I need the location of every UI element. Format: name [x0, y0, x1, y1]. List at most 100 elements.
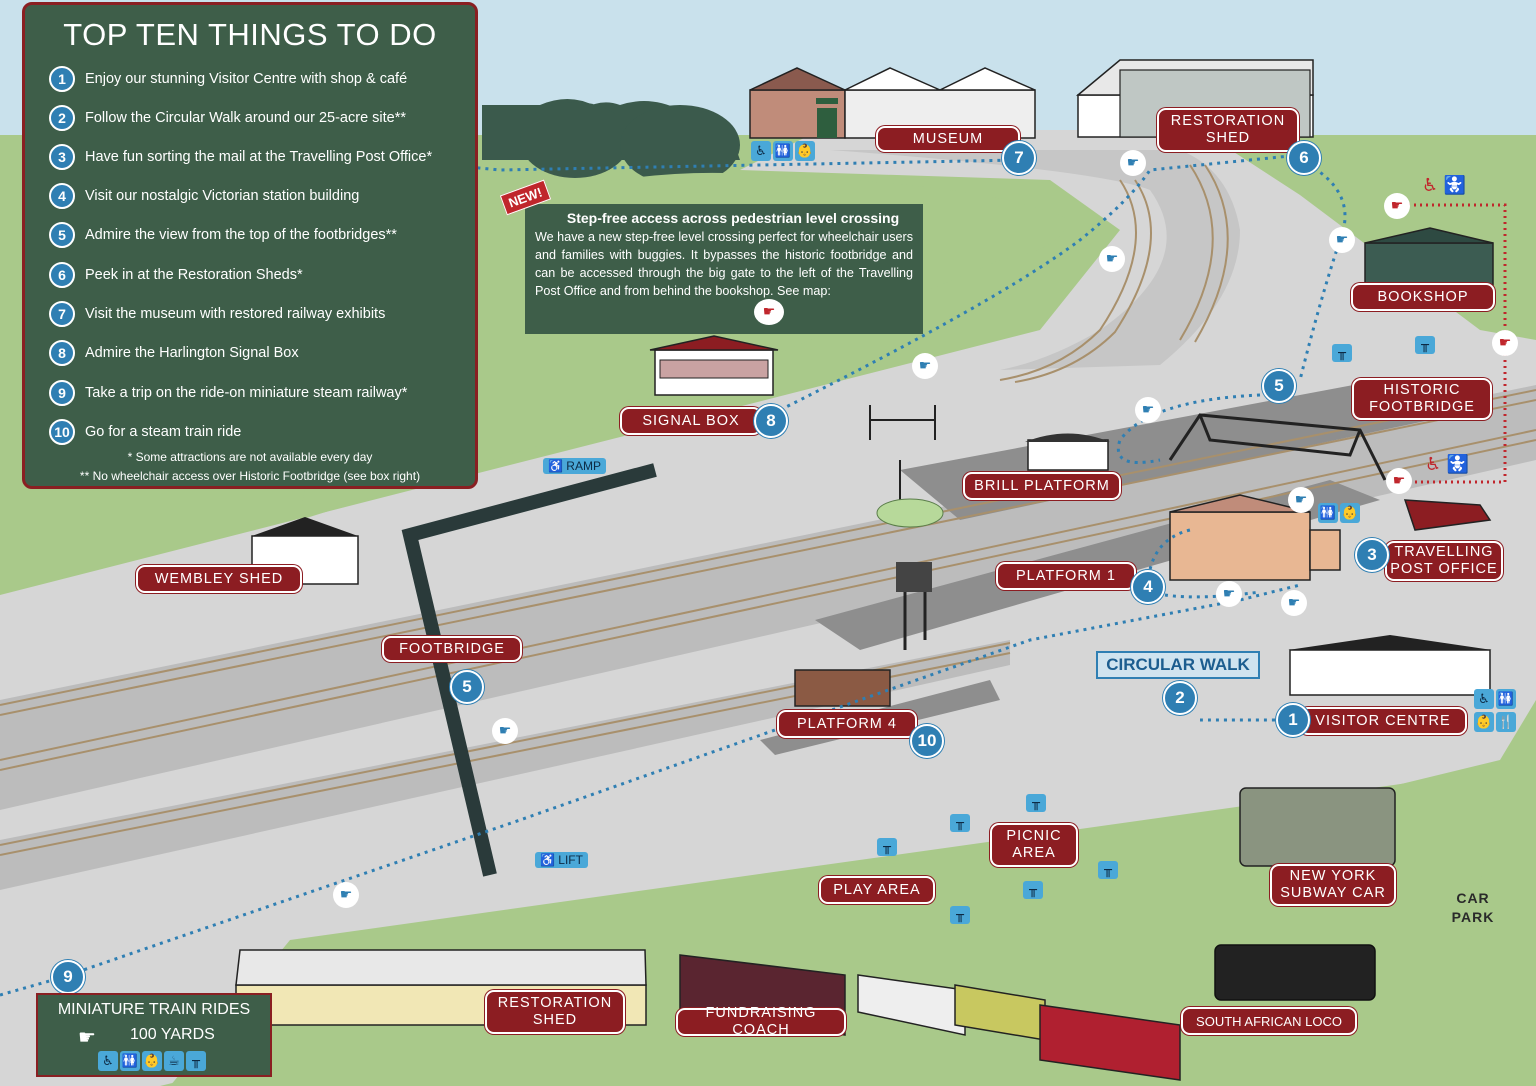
pointing-hand-icon: ☛ [1135, 397, 1161, 423]
label-restoration-shed-top: RESTORATION SHED [1157, 108, 1299, 152]
water-tower [896, 562, 932, 650]
label-fundraising-coach: FUNDRAISING COACH [676, 1005, 846, 1038]
lift-label: LIFT [558, 853, 583, 867]
picnic-table-icon: ╥ [1415, 336, 1435, 354]
item-number: 3 [49, 144, 75, 170]
ramp-tag: ♿ RAMP [543, 458, 606, 474]
item-number: 6 [49, 262, 75, 288]
label-museum: MUSEUM [876, 126, 1020, 152]
label-bookshop: BOOKSHOP [1351, 283, 1495, 311]
label-visitor-centre: VISITOR CENTRE [1299, 707, 1467, 735]
platform-4-shelter [794, 669, 891, 707]
marker-4: 4 [1131, 570, 1165, 604]
visitor-centre-amenities: ♿🚻👶🍴 [1474, 689, 1518, 733]
item-number: 1 [49, 66, 75, 92]
red-pointing-hand-icon: ☛ [1386, 468, 1412, 494]
toilets-icon: 🚻 [1318, 503, 1338, 523]
toilets-icon: 🚻 [773, 141, 793, 161]
toilets-icon: 🚻 [120, 1051, 140, 1071]
red-pointing-hand-icon: ☛ [1492, 330, 1518, 356]
baby-change-icon: 👶 [142, 1051, 162, 1071]
wheelchair-icon: ♿ [540, 853, 555, 867]
item-text: Peek in at the Restoration Sheds* [85, 267, 303, 283]
footnote-2: ** No wheelchair access over Historic Fo… [79, 469, 421, 483]
top-ten-item: 6 Peek in at the Restoration Sheds* [49, 261, 303, 289]
label-south-african-loco: SOUTH AFRICAN LOCO [1181, 1007, 1357, 1035]
item-text: Visit our nostalgic Victorian station bu… [85, 188, 360, 204]
label-historic-footbridge: HISTORIC FOOTBRIDGE [1352, 378, 1492, 420]
miniature-train-distance: 100 YARDS [130, 1026, 215, 1043]
baby-change-icon: 👶 [1340, 503, 1360, 523]
wheelchair-icon: ♿ [1474, 689, 1494, 709]
label-platform-1: PLATFORM 1 [996, 562, 1136, 590]
toilets-icon: 🚻 [1496, 689, 1516, 709]
brill-platform-building [1025, 433, 1110, 471]
step-free-title: Step-free access across pedestrian level… [566, 210, 900, 226]
marker-5-footbridge: 5 [450, 670, 484, 704]
travelling-post-office-carriage [1403, 499, 1492, 531]
item-text: Follow the Circular Walk around our 25-a… [85, 110, 407, 126]
bookshop-building [1364, 227, 1494, 286]
label-brill-platform: BRILL PLATFORM [963, 472, 1121, 500]
marker-8: 8 [754, 404, 788, 438]
picnic-table-icon: ╥ [1023, 881, 1043, 899]
cafe-icon: ☕ [164, 1051, 184, 1071]
pointing-hand-icon: ☛ [912, 353, 938, 379]
lift-tag: ♿ LIFT [535, 852, 588, 868]
item-text: Go for a steam train ride [85, 424, 242, 440]
ramp-label: RAMP [566, 459, 601, 473]
picnic-table-icon: ╥ [1332, 344, 1352, 362]
label-signal-box: SIGNAL BOX [620, 407, 762, 435]
wheelchair-icon: ♿ [98, 1051, 118, 1071]
wheelchair-icon: ♿ [751, 141, 771, 161]
marker-7: 7 [1002, 141, 1036, 175]
label-travelling-post-office: TRAVELLING POST OFFICE [1385, 541, 1503, 581]
curved-track-bed [830, 150, 1240, 370]
pointing-hand-icon: ☛ [78, 1025, 96, 1049]
signal-bush [876, 498, 944, 528]
marker-5-historic-footbridge: 5 [1262, 369, 1296, 403]
top-ten-item: 1 Enjoy our stunning Visitor Centre with … [49, 65, 407, 93]
item-text: Admire the Harlington Signal Box [85, 345, 299, 361]
label-circular-walk: CIRCULAR WALK [1096, 651, 1260, 679]
item-text: Have fun sorting the mail at the Travell… [85, 149, 433, 165]
label-wembley-shed: WEMBLEY SHED [136, 565, 302, 593]
baby-change-icon: 👶 [795, 141, 815, 161]
step-free-body: We have a new step-free level crossing p… [535, 230, 913, 298]
signal-gantry [869, 405, 936, 500]
station-amenities: 🚻👶 [1318, 503, 1360, 523]
footbridge-walkway [401, 463, 657, 877]
label-restoration-shed-bottom: RESTORATION SHED [485, 990, 625, 1034]
miniature-train-rides-title: MINIATURE TRAIN RIDES [57, 1001, 251, 1018]
label-platform-4: PLATFORM 4 [777, 710, 917, 738]
item-number: 2 [49, 105, 75, 131]
wheelchair-icon: ♿ [548, 459, 563, 473]
south-african-loco [1214, 944, 1376, 1001]
top-ten-item: 10 Go for a steam train ride [49, 418, 241, 446]
baby-change-icon: 👶 [1474, 712, 1494, 732]
label-picnic-area: PICNIC AREA [990, 823, 1078, 867]
label-car-park: CAR PARK [1451, 890, 1495, 925]
picnic-table-icon: ╥ [877, 838, 897, 856]
signal-box-building [649, 335, 779, 396]
item-text: Enjoy our stunning Visitor Centre with s… [85, 71, 408, 87]
museum-amenities: ♿🚻👶 [751, 141, 815, 161]
red-pointing-hand-icon: ☛ [1384, 193, 1410, 219]
pointing-hand-icon: ☛ [333, 882, 359, 908]
pointing-hand-icon: ☛ [1216, 581, 1242, 607]
marker-6: 6 [1287, 141, 1321, 175]
picnic-table-icon: ╥ [1098, 861, 1118, 879]
label-footbridge: FOOTBRIDGE [382, 636, 522, 662]
item-number: 10 [49, 419, 75, 445]
top-ten-panel: TOP TEN THINGS TO DO 1 Enjoy our stunning… [22, 2, 478, 489]
picnic-table-icon: ╥ [950, 906, 970, 924]
wembley-shed [251, 517, 359, 585]
item-number: 7 [49, 301, 75, 327]
top-ten-title: TOP TEN THINGS TO DO [63, 17, 437, 52]
display-trains [857, 974, 1181, 1081]
